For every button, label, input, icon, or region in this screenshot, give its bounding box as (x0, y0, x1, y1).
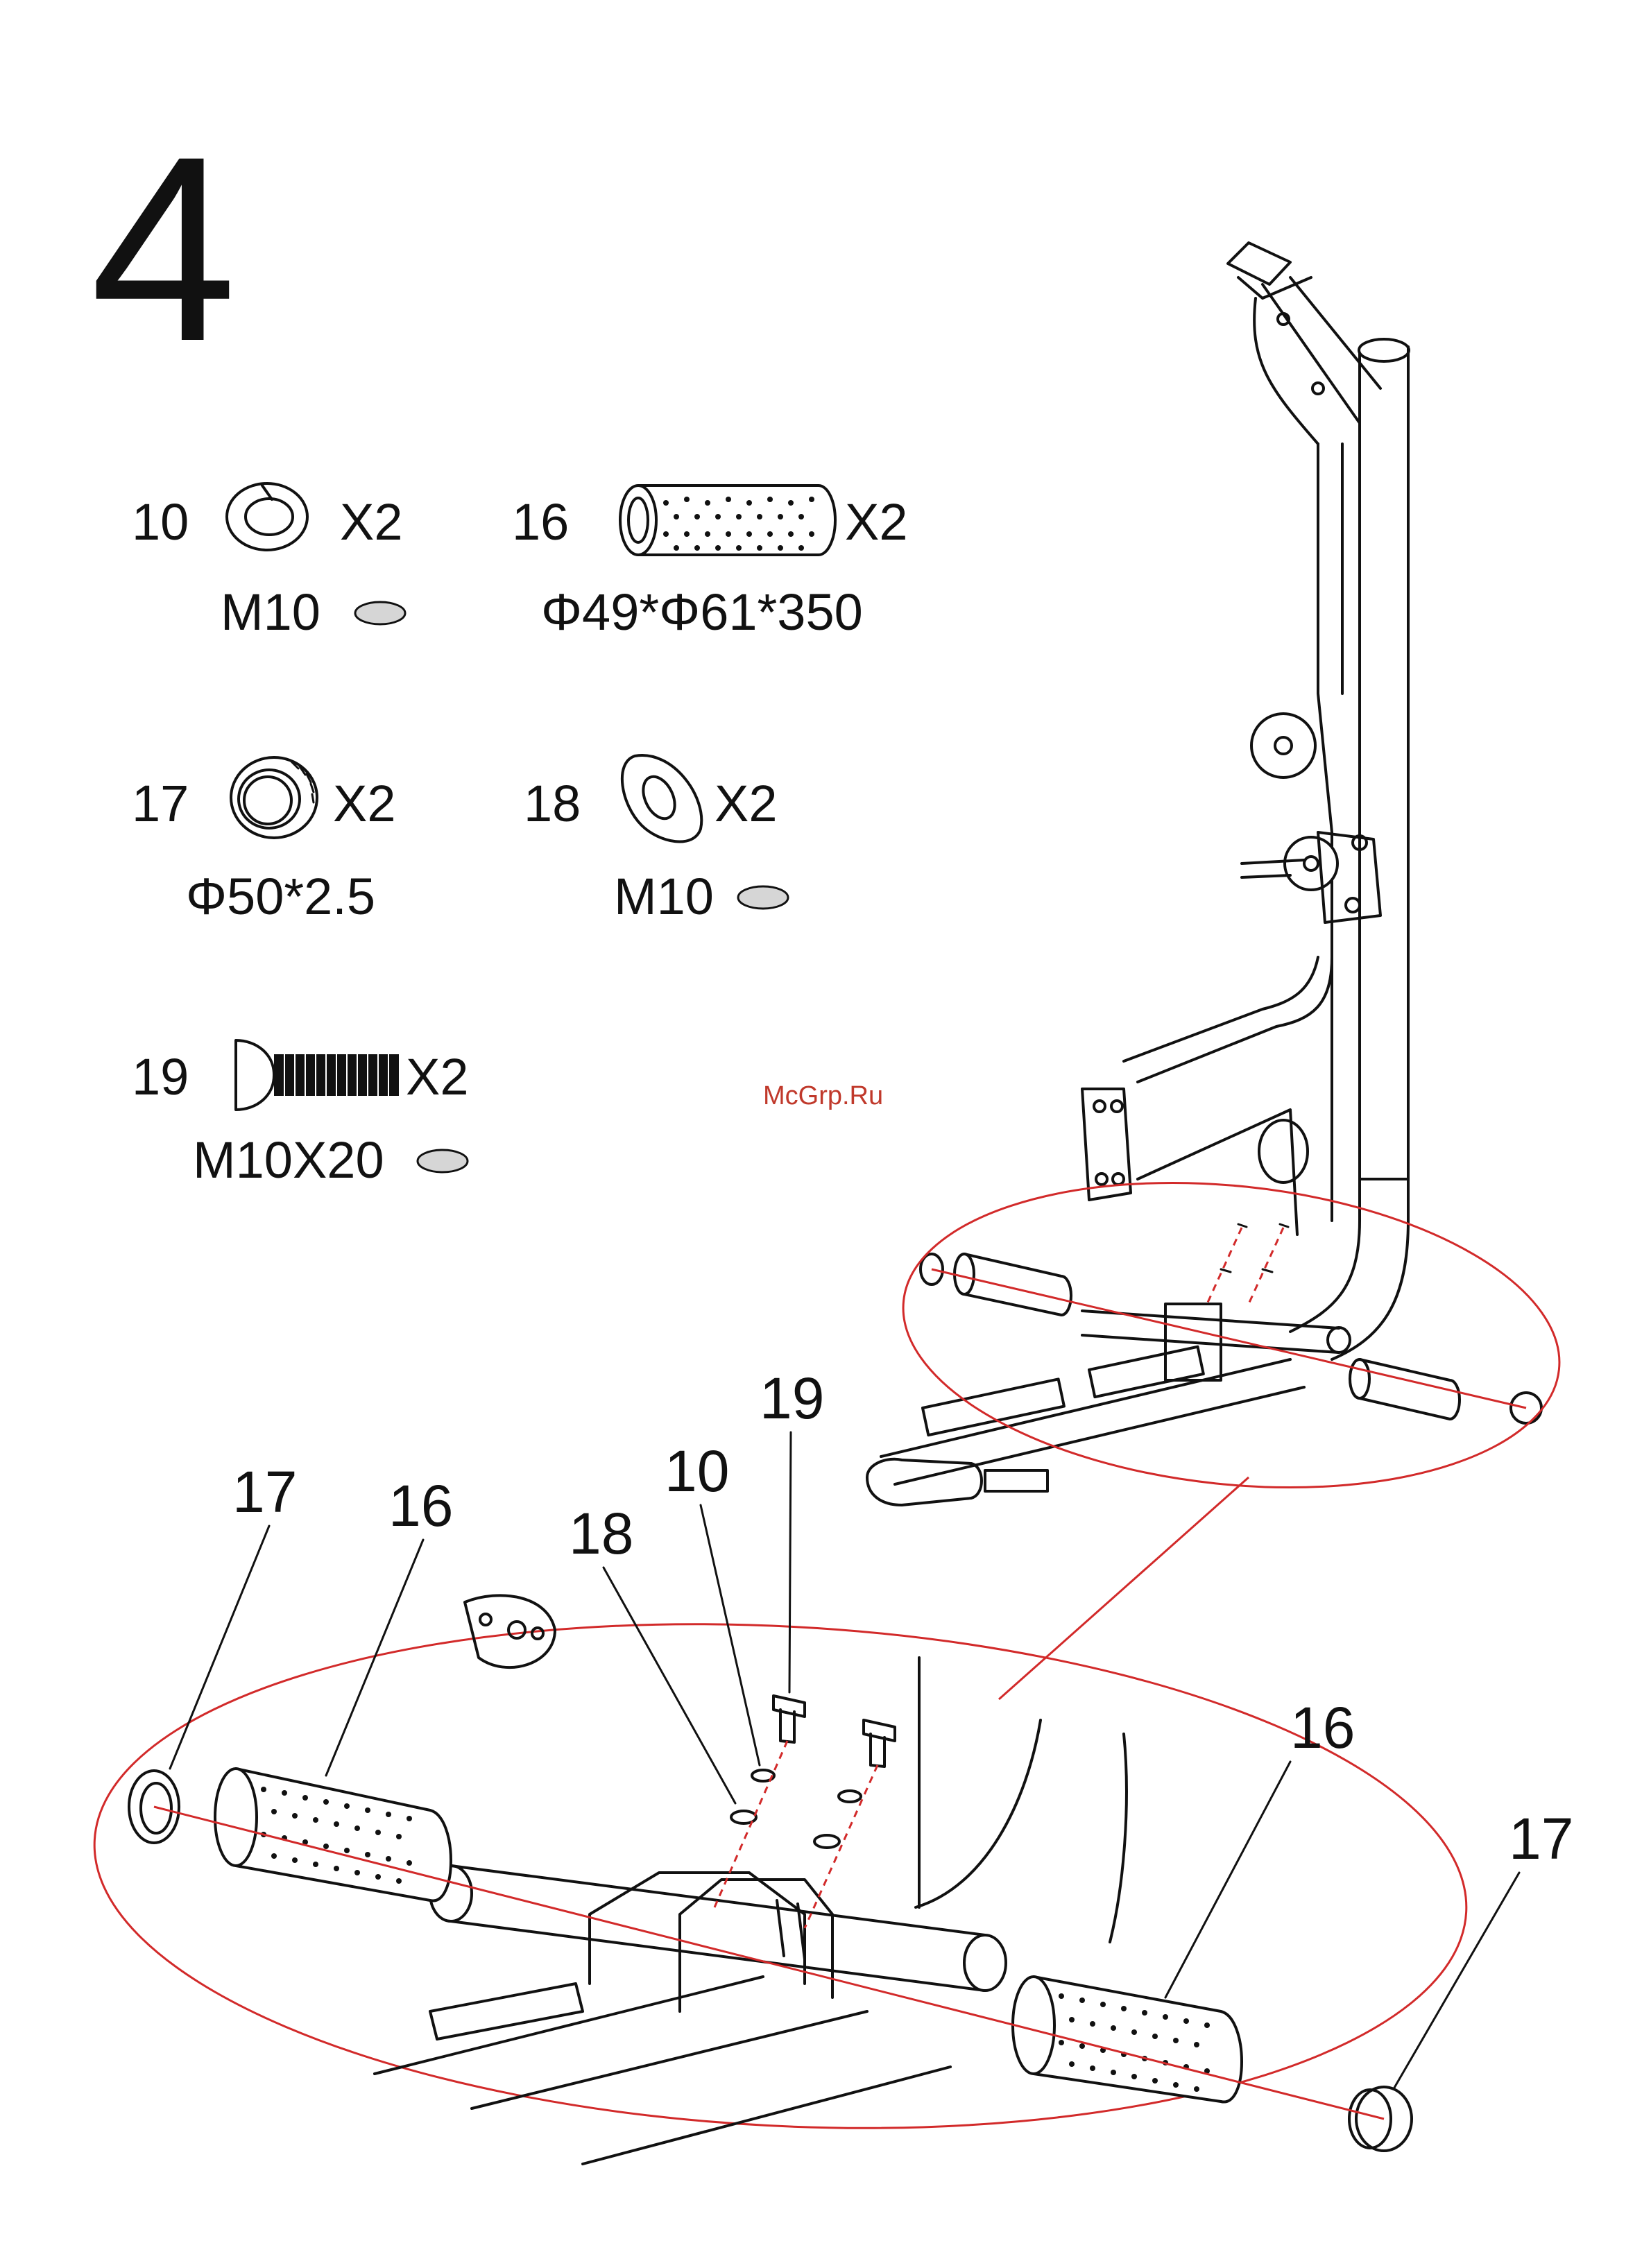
part-17-qty: X2 (333, 775, 396, 832)
detail-left-grip (215, 1769, 451, 1901)
mini-left-grip (955, 1254, 1071, 1315)
callout-17-left: 17 (232, 1459, 297, 1524)
flat-washer-icon (622, 755, 701, 841)
callout-16-right: 16 (1290, 1695, 1355, 1760)
detail-view (129, 1595, 1412, 2164)
foam-grip-icon (620, 486, 835, 555)
hardware-washer-icon (418, 1150, 468, 1172)
watermark: McGrp.Ru (763, 1081, 883, 1110)
part-17-spec: Φ50*2.5 (186, 868, 375, 925)
detail-source-ellipse (888, 1153, 1575, 1518)
part-16: 16 X2 Φ49*Φ61*350 (512, 486, 908, 641)
end-cap-icon (231, 757, 317, 838)
bolt-right (864, 1720, 895, 1767)
part-18-spec: M10 (614, 868, 714, 925)
flat-washer-right (814, 1835, 839, 1848)
part-18-qty: X2 (715, 775, 778, 832)
part-17-number: 17 (132, 775, 189, 832)
spring-washer-right (839, 1791, 861, 1802)
part-19: 19 X2 M10X20 (132, 1040, 469, 1189)
hardware-washer-icon (738, 886, 788, 909)
part-17: 17 X2 Φ50*2.5 (132, 757, 396, 925)
part-18-number: 18 (524, 775, 581, 832)
part-16-qty: X2 (845, 493, 908, 551)
detail-right-grip (1013, 1977, 1242, 2102)
part-16-spec: Φ49*Φ61*350 (541, 583, 863, 641)
part-18: 18 X2 M10 (524, 755, 788, 925)
part-16-number: 16 (512, 493, 569, 551)
part-10-qty: X2 (340, 493, 403, 551)
part-19-spec: M10X20 (193, 1131, 384, 1189)
part-10-number: 10 (132, 493, 189, 551)
callout-18: 18 (569, 1501, 633, 1566)
machine-frame (867, 243, 1541, 1505)
step-number: 4 (90, 101, 237, 396)
part-19-number: 19 (132, 1048, 189, 1106)
detail-connector-line (999, 1477, 1249, 1699)
bolt-left (773, 1696, 805, 1742)
callout-16-left: 16 (388, 1473, 453, 1538)
hardware-washer-icon (355, 602, 405, 624)
spring-washer-icon (227, 483, 307, 550)
part-19-qty: X2 (406, 1048, 469, 1106)
part-10-spec: M10 (221, 583, 320, 641)
callout-labels: 17 16 18 10 19 16 17 (170, 1366, 1573, 2088)
part-10: 10 X2 M10 (132, 483, 405, 641)
callout-10: 10 (665, 1438, 729, 1504)
bolt-icon (236, 1040, 399, 1110)
callout-19: 19 (760, 1366, 824, 1431)
callout-17-right: 17 (1509, 1806, 1573, 1871)
